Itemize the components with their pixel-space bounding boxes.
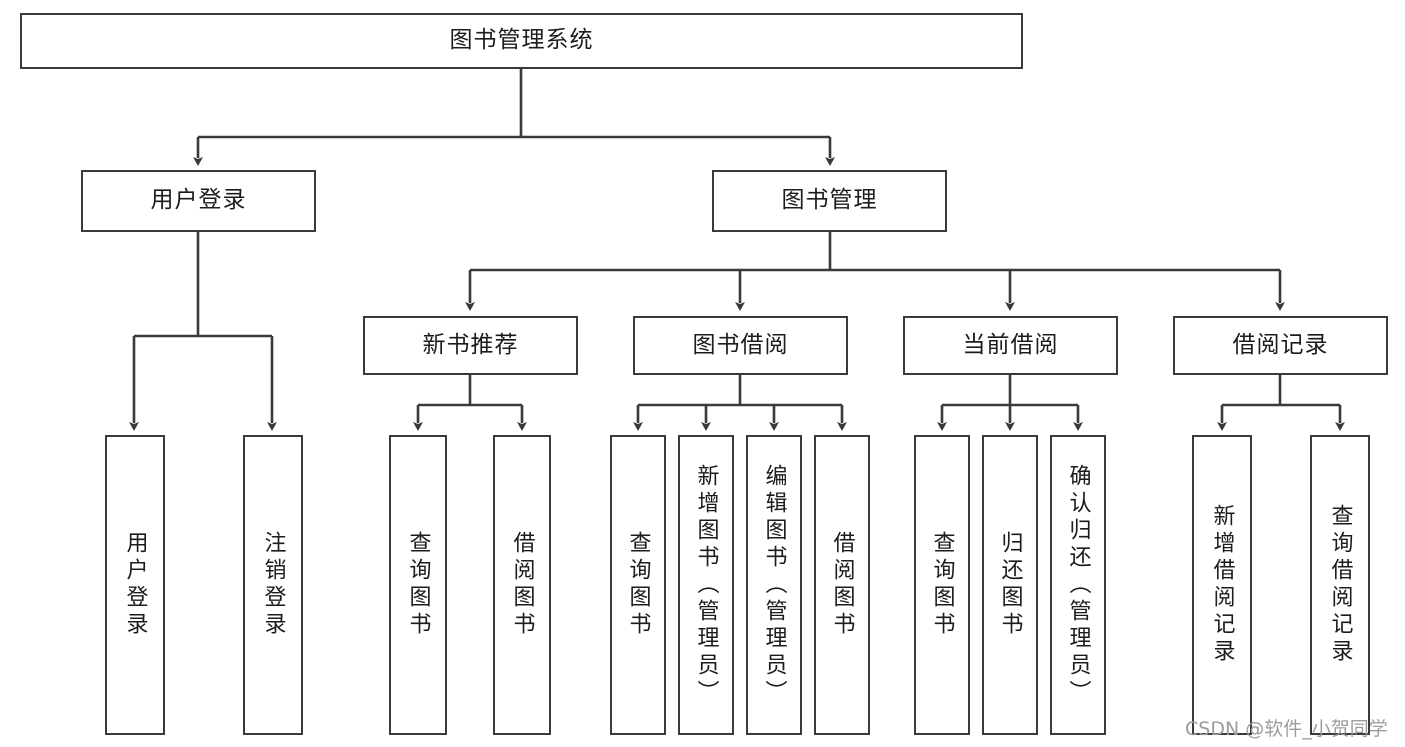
csdn-watermark: CSDN @软件_小贺同学 <box>1185 718 1388 740</box>
node-label: 注销登录 <box>260 531 286 639</box>
node-label: 当前借阅 <box>962 331 1059 358</box>
node-label: 图书借阅 <box>692 331 789 358</box>
node-label: 用户登录 <box>122 531 148 639</box>
node-label: 确认归还（管理员） <box>1065 463 1091 707</box>
node-label: 图书管理 <box>781 187 878 214</box>
node-label: 借阅记录 <box>1232 331 1329 358</box>
node-label: 查询图书 <box>405 531 431 639</box>
node-label: 归还图书 <box>997 531 1023 639</box>
node-borrow-record[interactable]: 借阅记录 <box>1173 316 1388 375</box>
leaf-borrow-record-add-record[interactable]: 新增借阅记录 <box>1192 435 1252 735</box>
node-root-book-management-system[interactable]: 图书管理系统 <box>20 13 1023 69</box>
node-label: 借阅图书 <box>509 531 535 639</box>
leaf-user-login-login[interactable]: 用户登录 <box>105 435 165 735</box>
node-current-borrow[interactable]: 当前借阅 <box>903 316 1118 375</box>
leaf-book-borrow-add-book-admin[interactable]: 新增图书（管理员） <box>678 435 734 735</box>
node-book-borrow[interactable]: 图书借阅 <box>633 316 848 375</box>
node-book-management[interactable]: 图书管理 <box>712 170 947 232</box>
leaf-book-borrow-edit-book-admin[interactable]: 编辑图书（管理员） <box>746 435 802 735</box>
leaf-current-borrow-query-book[interactable]: 查询图书 <box>914 435 970 735</box>
leaf-current-borrow-confirm-return-admin[interactable]: 确认归还（管理员） <box>1050 435 1106 735</box>
node-label: 新增图书（管理员） <box>693 463 719 707</box>
node-label: 查询图书 <box>625 531 651 639</box>
leaf-user-login-logout[interactable]: 注销登录 <box>243 435 303 735</box>
node-label: 新书推荐 <box>422 331 519 358</box>
leaf-new-book-borrow-book[interactable]: 借阅图书 <box>493 435 551 735</box>
node-user-login[interactable]: 用户登录 <box>81 170 316 232</box>
node-label: 新增借阅记录 <box>1209 504 1235 666</box>
node-label: 编辑图书（管理员） <box>761 463 787 707</box>
node-label: 借阅图书 <box>829 531 855 639</box>
node-label: 用户登录 <box>150 187 247 214</box>
node-label: 图书管理系统 <box>449 27 594 54</box>
leaf-current-borrow-return-book[interactable]: 归还图书 <box>982 435 1038 735</box>
node-new-book-recommend[interactable]: 新书推荐 <box>363 316 578 375</box>
leaf-book-borrow-query-book[interactable]: 查询图书 <box>610 435 666 735</box>
node-label: 查询图书 <box>929 531 955 639</box>
leaf-book-borrow-borrow-book[interactable]: 借阅图书 <box>814 435 870 735</box>
leaf-borrow-record-query-record[interactable]: 查询借阅记录 <box>1310 435 1370 735</box>
node-label: 查询借阅记录 <box>1327 504 1353 666</box>
leaf-new-book-query-book[interactable]: 查询图书 <box>389 435 447 735</box>
